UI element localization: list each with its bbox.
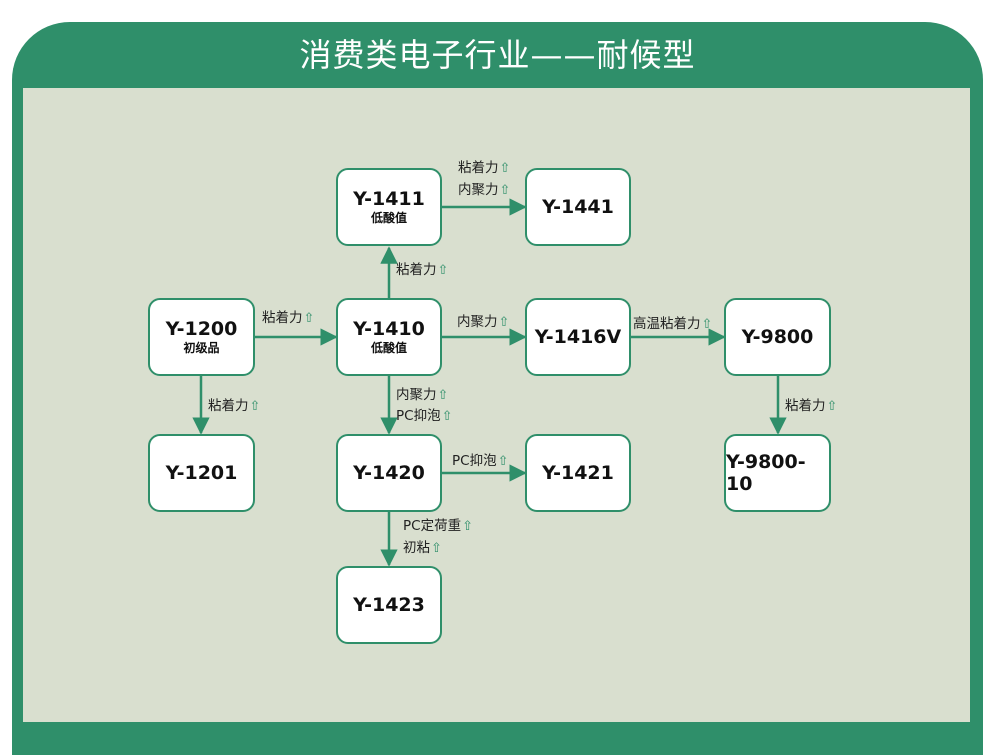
edge-label: 粘着力⇧ <box>208 395 260 418</box>
up-arrow-icon: ⇧ <box>431 541 442 556</box>
diagram-panel <box>23 88 970 722</box>
edge-label: 内聚力⇧ <box>458 179 510 202</box>
node-y9800: Y-9800 <box>724 298 831 376</box>
up-arrow-icon: ⇧ <box>499 183 511 198</box>
node-subtitle: 初级品 <box>183 341 220 355</box>
node-name: Y-9800-10 <box>726 451 806 495</box>
edge-label: PC抑泡⇧ <box>452 450 508 473</box>
node-y1420: Y-1420 <box>336 434 442 512</box>
node-subtitle: 低酸值 <box>370 341 407 355</box>
up-arrow-icon: ⇧ <box>437 263 449 278</box>
node-name: Y-1411 <box>353 188 425 210</box>
up-arrow-icon: ⇧ <box>441 409 453 424</box>
node-name: Y-1200 <box>165 318 238 340</box>
node-name: Y-1416V <box>534 326 622 348</box>
node-y1416v: Y-1416V <box>525 298 631 376</box>
up-arrow-icon: ⇧ <box>249 399 261 414</box>
node-y1200: Y-1200 初级品 <box>148 298 255 376</box>
edge-label: 粘着力⇧ <box>458 157 510 180</box>
edge-label: 内聚力⇧ <box>457 311 509 334</box>
up-arrow-icon: ⇧ <box>497 454 509 469</box>
page-title: 消费类电子行业——耐候型 <box>299 36 696 74</box>
node-name: Y-1410 <box>353 318 425 340</box>
edge-label: 高温粘着力⇧ <box>633 313 712 336</box>
node-y9800-10: Y-9800-10 <box>724 434 831 512</box>
edge-label: 内聚力⇧ <box>396 384 448 407</box>
node-y1411: Y-1411 低酸值 <box>336 168 442 246</box>
node-name: Y-1441 <box>542 196 614 218</box>
node-name: Y-1420 <box>353 462 425 484</box>
node-subtitle: 低酸值 <box>370 211 407 225</box>
up-arrow-icon: ⇧ <box>701 317 713 332</box>
edge-label: PC定荷重⇧ <box>403 515 473 538</box>
edge-label: 粘着力⇧ <box>262 307 314 330</box>
node-y1423: Y-1423 <box>336 566 442 644</box>
up-arrow-icon: ⇧ <box>303 311 315 326</box>
node-name: Y-1201 <box>165 462 238 484</box>
up-arrow-icon: ⇧ <box>826 399 838 414</box>
up-arrow-icon: ⇧ <box>498 315 510 330</box>
edge-label: 初粘⇧ <box>403 537 442 560</box>
edge-label: PC抑泡⇧ <box>396 405 452 428</box>
up-arrow-icon: ⇧ <box>437 388 449 403</box>
node-y1441: Y-1441 <box>525 168 631 246</box>
edge-label: 粘着力⇧ <box>396 259 448 282</box>
node-y1410: Y-1410 低酸值 <box>336 298 442 376</box>
node-y1421: Y-1421 <box>525 434 631 512</box>
node-name: Y-1423 <box>353 594 425 616</box>
up-arrow-icon: ⇧ <box>462 519 473 534</box>
node-name: Y-1421 <box>542 462 614 484</box>
edge-label: 粘着力⇧ <box>785 395 837 418</box>
node-y1201: Y-1201 <box>148 434 255 512</box>
up-arrow-icon: ⇧ <box>499 161 511 176</box>
node-name: Y-9800 <box>741 326 814 348</box>
